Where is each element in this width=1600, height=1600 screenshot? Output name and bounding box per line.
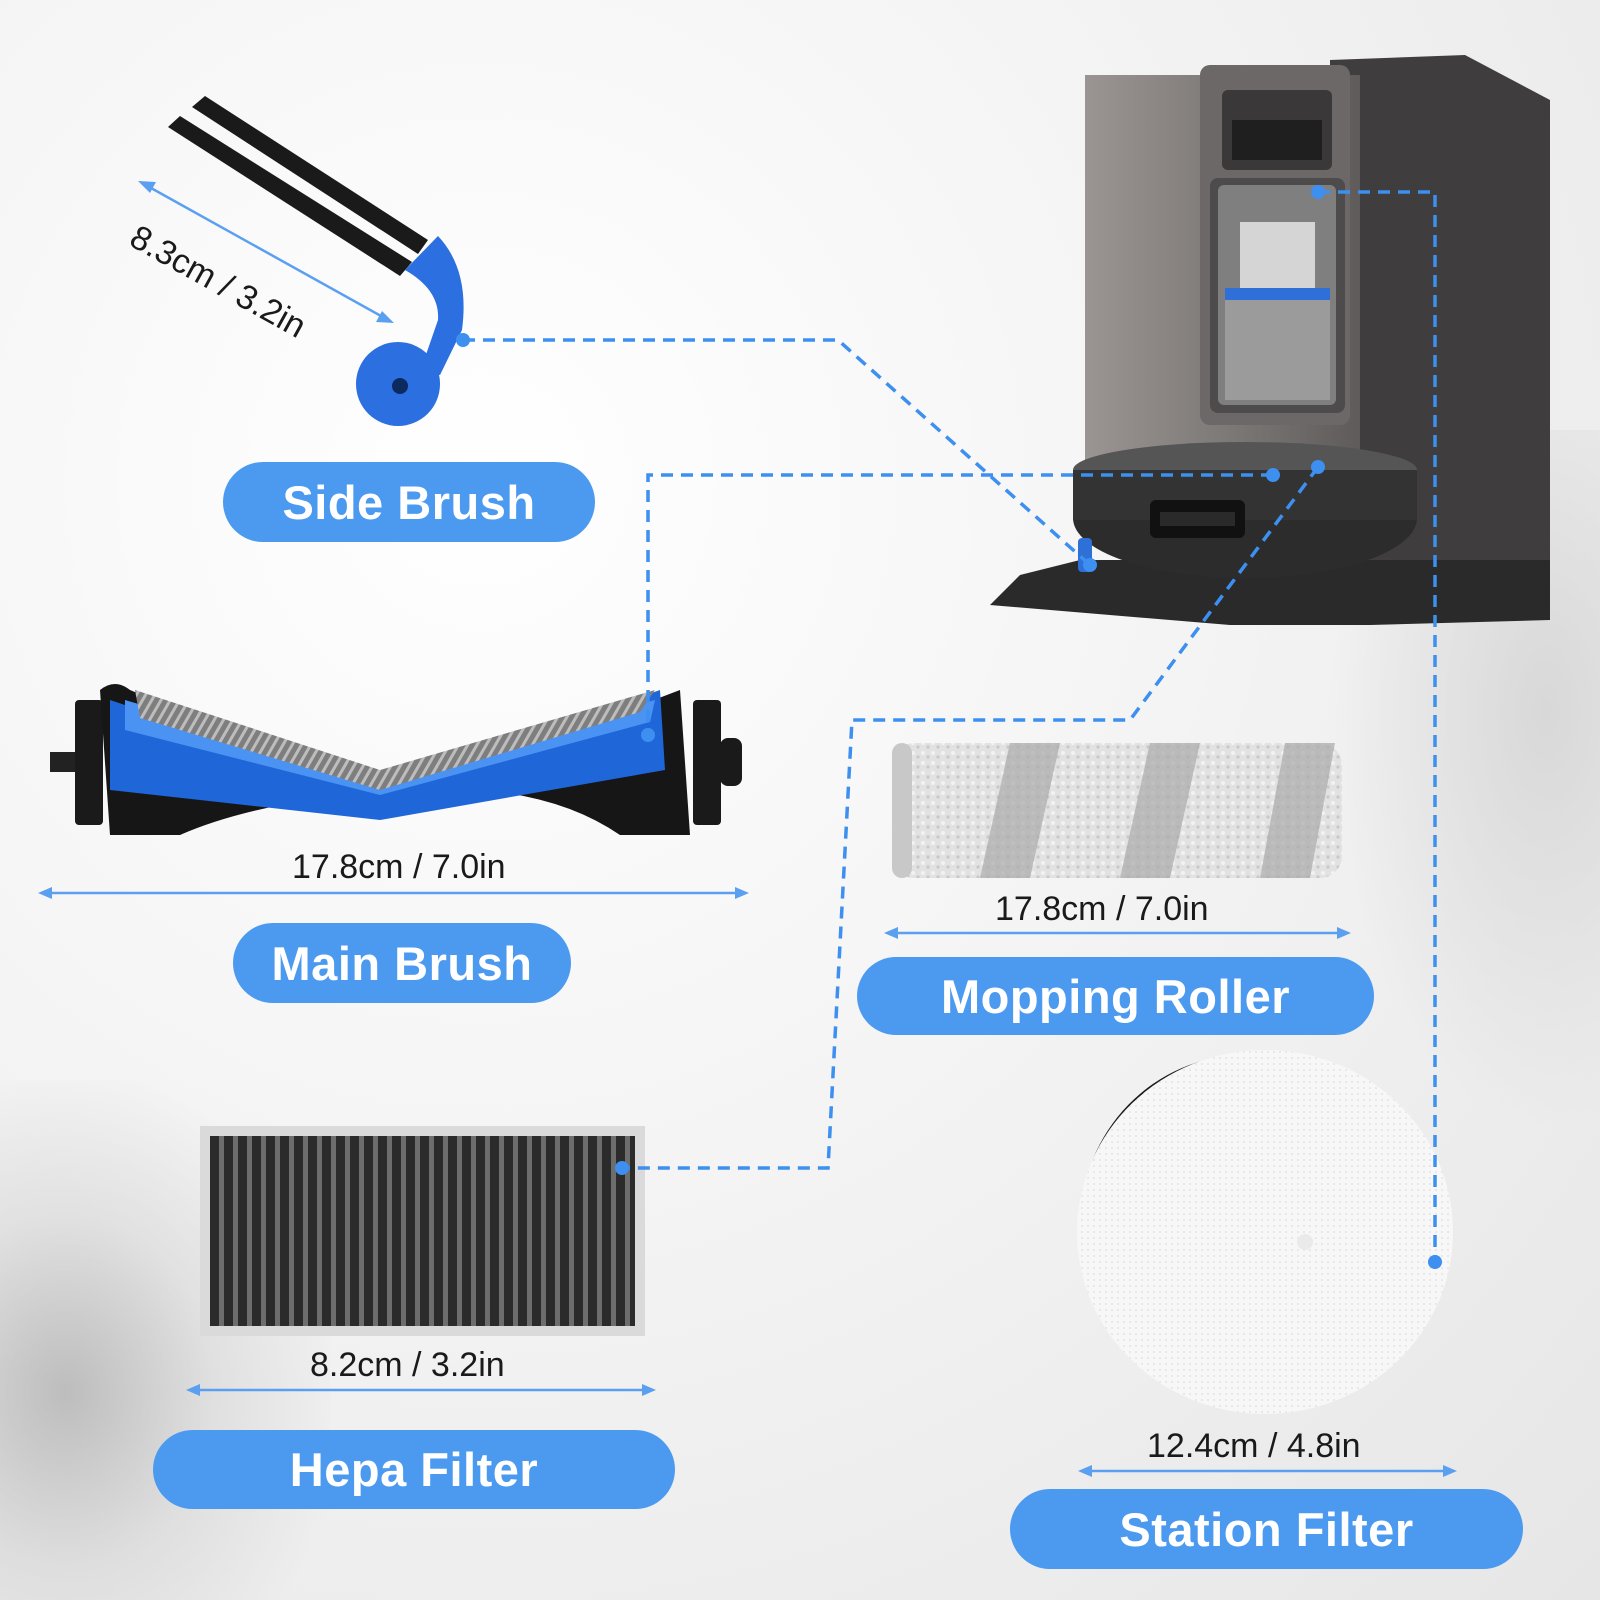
main-brush-image — [50, 684, 742, 835]
connector-lines — [463, 190, 1437, 1262]
dimension-arrows — [38, 181, 1457, 1477]
hepa-filter-label: Hepa Filter — [153, 1430, 675, 1509]
mopping-roller-image — [892, 743, 1342, 878]
docking-station — [990, 55, 1550, 625]
station-filter-image — [1077, 1050, 1453, 1414]
hepa-filter-dimension: 8.2cm / 3.2in — [310, 1346, 505, 1384]
station-filter-label: Station Filter — [1010, 1489, 1523, 1569]
side-brush-label: Side Brush — [223, 462, 595, 542]
main-brush-label: Main Brush — [233, 923, 571, 1003]
connector-dots — [456, 185, 1442, 1269]
side-brush-image — [168, 96, 464, 426]
main-brush-dimension: 17.8cm / 7.0in — [292, 848, 506, 886]
hepa-filter-image — [200, 1126, 645, 1336]
station-filter-dimension: 12.4cm / 4.8in — [1147, 1427, 1361, 1465]
mopping-roller-label: Mopping Roller — [857, 957, 1374, 1035]
mopping-roller-dimension: 17.8cm / 7.0in — [995, 890, 1209, 928]
